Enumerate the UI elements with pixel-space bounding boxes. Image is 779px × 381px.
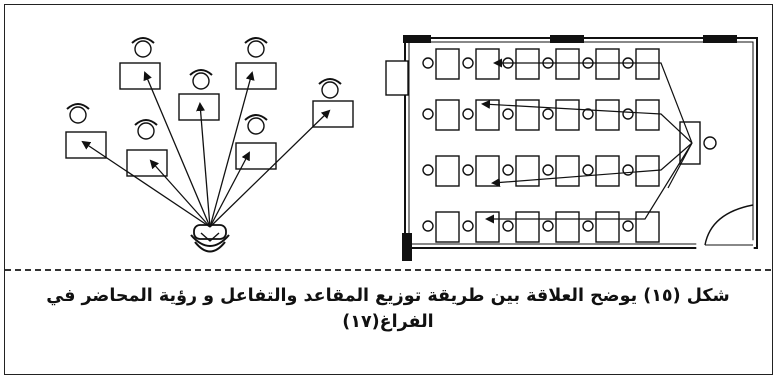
- caption-divider: [5, 269, 771, 271]
- student-chair-icon: [312, 78, 354, 128]
- desk-row: [422, 211, 660, 243]
- student-chair-icon: [235, 37, 277, 90]
- door-icon: [696, 204, 754, 250]
- desk-rows: [422, 48, 660, 243]
- sight-lines: [81, 71, 331, 228]
- desk-row: [422, 48, 660, 80]
- sight-lines: [481, 58, 693, 224]
- student-chair-icon: [126, 119, 168, 177]
- radial-seating-layout: [65, 37, 354, 253]
- student-chair-icon: [235, 114, 277, 170]
- room-wall-inner: [408, 41, 754, 245]
- lecturer-icon: [703, 136, 717, 150]
- lecturer-desk: [679, 121, 701, 165]
- student-chair-icon: [65, 103, 107, 159]
- window-block: [703, 35, 737, 43]
- figure-frame: شكل (١٥) يوضح العلاقة بين طريقة توزيع ال…: [4, 4, 773, 375]
- lecturer-seat-icon: [190, 224, 230, 253]
- desk-row: [422, 99, 660, 131]
- caption-line-1: شكل (١٥) يوضح العلاقة بين طريقة توزيع ال…: [46, 286, 730, 306]
- figure-caption: شكل (١٥) يوضح العلاقة بين طريقة توزيع ال…: [25, 283, 751, 335]
- seating-diagram: [65, 35, 758, 261]
- desk-row: [422, 155, 660, 187]
- window-block: [403, 35, 431, 43]
- classroom-floor-plan: [385, 35, 758, 261]
- student-chair-icon: [178, 69, 220, 121]
- window-block: [550, 35, 584, 43]
- student-chair-icon: [119, 37, 161, 90]
- window-block: [402, 233, 412, 261]
- entrance-box: [385, 60, 409, 96]
- caption-line-2: الفراغ(١٧): [342, 312, 434, 332]
